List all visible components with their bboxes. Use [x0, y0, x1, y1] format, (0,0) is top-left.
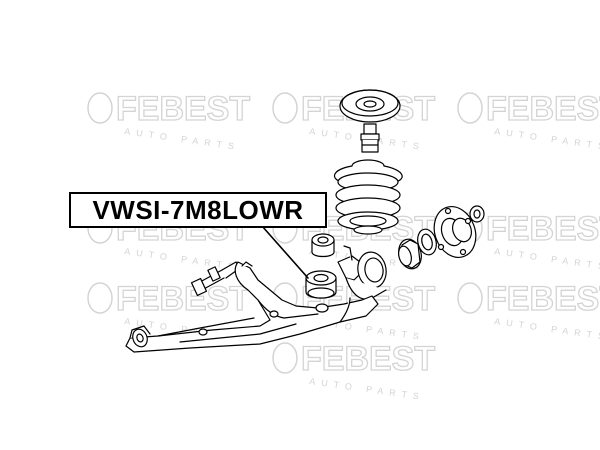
wheel-hub [433, 205, 485, 258]
leader-lines [261, 225, 309, 279]
watermark-1: FEBEST AUTO PARTS [87, 89, 251, 152]
bump-stop [360, 123, 380, 153]
watermark-tagline: AUTO PARTS [124, 126, 241, 152]
spring-seat-knuckle [337, 245, 387, 300]
upper-bushing [311, 233, 335, 258]
watermark-brand: FEBEST [486, 280, 600, 318]
watermark-9: FEBEST AUTO PARTS [457, 279, 600, 342]
wheel-bearing [398, 228, 437, 270]
watermark-tagline: AUTO PARTS [494, 246, 600, 272]
leader-line-main [261, 225, 309, 279]
watermark-brand: FEBEST [486, 210, 600, 248]
lower-control-arm [125, 261, 379, 353]
watermark-10: FEBEST AUTO PARTS [272, 339, 436, 402]
watermark-brand: FEBEST [116, 90, 250, 128]
lower-bushing [305, 270, 337, 299]
coil-spring [334, 159, 403, 235]
part-number-label: VWSI-7M8LOWR [69, 192, 327, 228]
suspension-drawing [125, 89, 485, 353]
watermark-brand: FEBEST [486, 90, 600, 128]
part-number-text: VWSI-7M8LOWR [92, 194, 304, 225]
end-link [190, 261, 241, 297]
watermark-tagline: AUTO PARTS [494, 316, 600, 342]
watermark-tagline: AUTO PARTS [494, 126, 600, 152]
watermark-brand: FEBEST [301, 340, 435, 378]
watermark-tagline: AUTO PARTS [124, 246, 241, 272]
watermark-brand: FEBEST [116, 280, 250, 318]
watermark-3: FEBEST AUTO PARTS [457, 89, 600, 152]
watermark-tagline: AUTO PARTS [309, 376, 426, 402]
upper-spring-mount [339, 89, 401, 123]
